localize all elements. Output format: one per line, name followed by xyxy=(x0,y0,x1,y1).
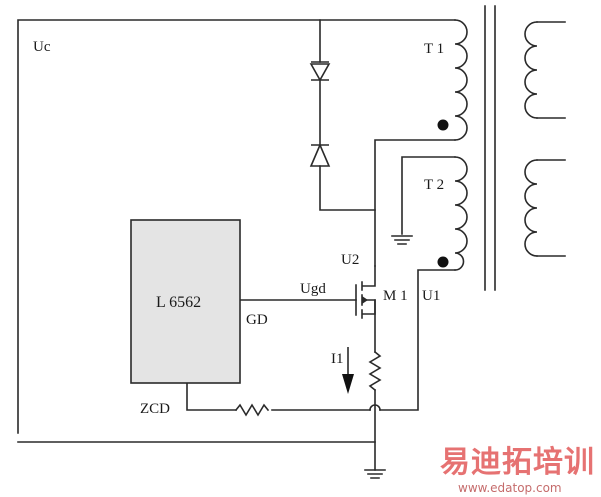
transformer-core xyxy=(484,5,496,291)
gd-label: GD xyxy=(246,312,268,328)
t2-lead xyxy=(401,156,456,235)
t2-lower-lead xyxy=(379,269,456,411)
t2-coil xyxy=(454,156,468,271)
t2-label: T 2 xyxy=(424,177,445,193)
ground-t2 xyxy=(391,235,413,245)
supply-label: Uc xyxy=(33,39,51,55)
crossing-bump xyxy=(369,404,381,411)
secondary-coil-1 xyxy=(524,21,538,119)
secondary-coil-2 xyxy=(524,159,538,257)
t1-lower-lead xyxy=(374,139,456,267)
watermark-url: www.edatop.com xyxy=(458,481,562,495)
t2-polarity-dot xyxy=(437,256,449,268)
u2-label: U2 xyxy=(341,252,360,268)
t1-primary-coil xyxy=(454,19,468,141)
mosfet-arrow xyxy=(362,296,368,304)
controller-label: L 6562 xyxy=(156,294,202,311)
ugd-label: Ugd xyxy=(300,281,326,297)
ground-main xyxy=(364,469,386,479)
zcd-label: ZCD xyxy=(140,401,170,417)
current-label: I1 xyxy=(331,351,344,367)
diode-branch-wire xyxy=(319,19,376,211)
controller-ic xyxy=(130,219,241,384)
t1-polarity-dot xyxy=(437,119,449,131)
supply-rail xyxy=(17,19,456,434)
watermark-logo: 易迪拓培训 xyxy=(440,445,595,480)
u1-label: U1 xyxy=(422,288,441,304)
source-resistor xyxy=(368,350,382,392)
t1-label: T 1 xyxy=(424,41,445,57)
zcd-wire xyxy=(186,382,371,411)
current-arrow xyxy=(342,347,354,394)
zcd-resistor xyxy=(234,403,270,417)
mosfet-label: M 1 xyxy=(383,288,408,304)
mosfet-symbol xyxy=(355,265,376,319)
diode-upper xyxy=(309,61,331,82)
diode-lower xyxy=(309,142,331,167)
